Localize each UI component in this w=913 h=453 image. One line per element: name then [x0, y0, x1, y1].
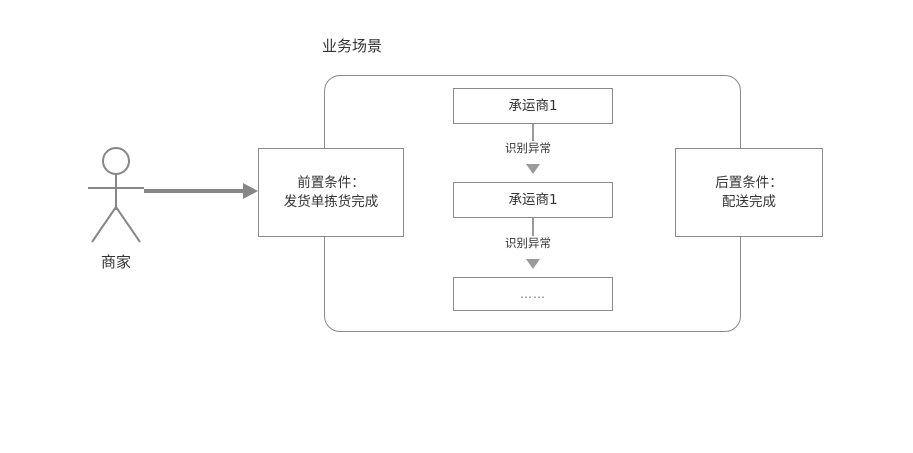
flow-arrowhead-icon-2 — [526, 259, 540, 269]
flow-node-label: 承运商1 — [508, 97, 558, 114]
precondition-node[interactable]: 前置条件： 发货单拣货完成 — [258, 148, 404, 237]
actor-to-precondition-arrow-line — [144, 189, 248, 193]
flow-arrowhead-icon-1 — [526, 164, 540, 174]
precondition-label: 前置条件： 发货单拣货完成 — [283, 174, 379, 210]
flow-node-label: …… — [520, 286, 546, 301]
flow-connector-line-2 — [532, 218, 534, 244]
stick-figure-actor-icon — [70, 145, 162, 245]
flow-node-label: 承运商1 — [508, 191, 558, 208]
actor-label: 商家 — [100, 253, 131, 271]
flow-edge-label-1: 识别异常 — [503, 141, 553, 155]
actor-to-precondition-arrowhead-icon — [243, 183, 258, 199]
flow-node-ellipsis[interactable]: …… — [453, 277, 613, 311]
postcondition-node[interactable]: 后置条件： 配送完成 — [675, 148, 823, 237]
flow-node-carrier-2[interactable]: 承运商1 — [453, 182, 613, 218]
flow-edge-label-2: 识别异常 — [503, 236, 553, 250]
postcondition-label: 后置条件： 配送完成 — [715, 174, 783, 210]
flow-node-carrier-1[interactable]: 承运商1 — [453, 88, 613, 124]
flow-connector-line-1 — [532, 124, 534, 150]
scenario-title: 业务场景 — [322, 37, 383, 55]
